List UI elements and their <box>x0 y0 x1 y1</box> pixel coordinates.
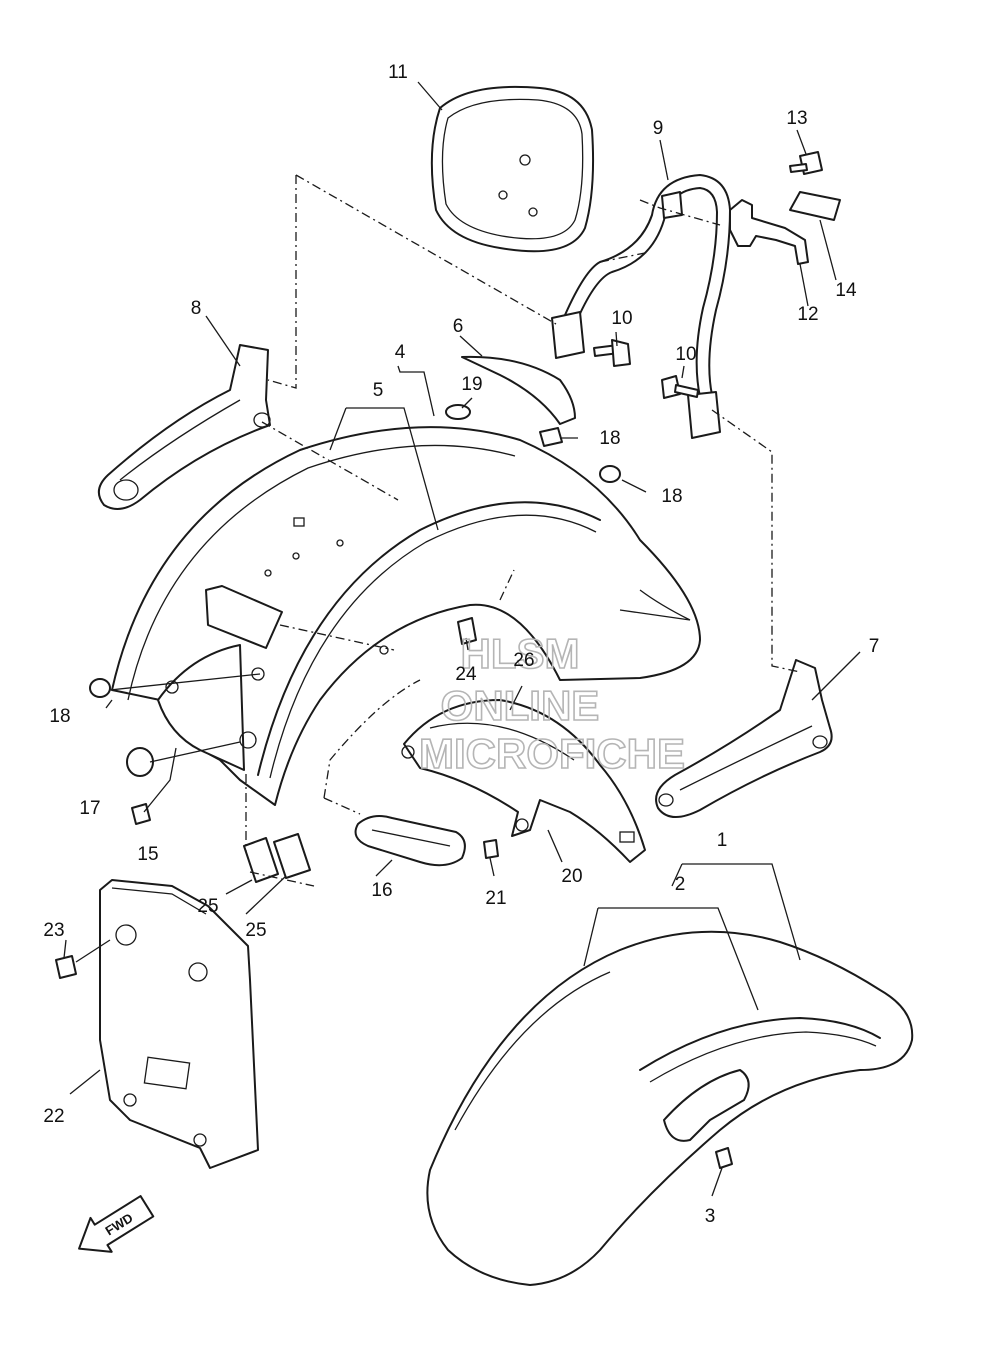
grommet-18-left <box>89 678 111 698</box>
rear-fender <box>111 426 701 806</box>
watermark-line2: ONLINE <box>441 682 600 729</box>
callout-7: 7 <box>869 636 880 657</box>
washer-19 <box>445 404 471 420</box>
pad-25b <box>273 833 311 879</box>
callout-26: 26 <box>513 650 534 671</box>
front-fender-bracket <box>663 1069 750 1142</box>
watermark-line1: HLSM <box>461 630 580 677</box>
callout-20: 20 <box>561 866 582 887</box>
callout-19: 19 <box>461 374 482 395</box>
callout-10-upper: 10 <box>611 308 632 329</box>
callout-9: 9 <box>653 118 664 139</box>
backrest-pad <box>430 85 595 253</box>
stay-6 <box>461 355 576 425</box>
callout-4: 4 <box>395 342 406 363</box>
grommet-17 <box>126 747 154 777</box>
callout-25-b: 25 <box>245 920 266 941</box>
assembly-lines <box>245 174 801 887</box>
front-fender <box>426 930 914 1286</box>
grommet-18-mid <box>599 465 621 483</box>
callout-25-a: 25 <box>197 896 218 917</box>
grommet-18-top <box>539 427 563 447</box>
callout-16: 16 <box>371 880 392 901</box>
license-bracket-22 <box>99 879 259 1169</box>
damper-14 <box>789 191 841 221</box>
callout-23: 23 <box>43 920 64 941</box>
callout-18-mid: 18 <box>661 486 682 507</box>
side-rail-8 <box>97 344 271 510</box>
callout-10-lower: 10 <box>675 344 696 365</box>
callout-17: 17 <box>79 798 100 819</box>
callout-18-top: 18 <box>599 428 620 449</box>
side-rail-7 <box>655 659 833 818</box>
bolt-10-upper <box>593 339 631 367</box>
callout-3: 3 <box>705 1206 716 1227</box>
leader-lines <box>63 81 861 1197</box>
callout-18-left: 18 <box>49 706 70 727</box>
clip-24 <box>457 617 477 645</box>
bolt-23 <box>55 939 111 979</box>
fender-inner-panel <box>157 644 265 771</box>
callout-labels: 1 2 3 4 5 6 7 8 9 10 10 11 12 13 14 15 1… <box>43 62 879 1227</box>
callout-15: 15 <box>137 844 158 865</box>
bolt-13 <box>789 151 823 175</box>
bolt-3 <box>715 1147 733 1169</box>
watermark: HLSM ONLINE MICROFICHE <box>418 629 686 778</box>
watermark-line3: MICROFICHE <box>419 730 685 777</box>
reflector-16 <box>354 815 466 867</box>
screw-21 <box>483 839 499 859</box>
callout-2: 2 <box>675 874 686 895</box>
callout-6: 6 <box>453 316 464 337</box>
callout-8: 8 <box>191 298 202 319</box>
callout-11: 11 <box>388 62 408 83</box>
callout-13: 13 <box>786 108 807 129</box>
bracket-12 <box>729 199 809 265</box>
inner-fender-20 <box>401 699 646 863</box>
callout-24: 24 <box>455 664 477 685</box>
callout-12: 12 <box>797 304 818 325</box>
callout-21: 21 <box>485 888 506 909</box>
bolt-15 <box>131 803 151 825</box>
callout-22: 22 <box>43 1106 64 1127</box>
pad-25a <box>243 837 279 883</box>
callout-5: 5 <box>373 380 384 401</box>
backrest-frame <box>551 174 731 439</box>
bolt-10-lower <box>661 375 699 399</box>
callout-1: 1 <box>717 830 728 851</box>
callout-14: 14 <box>835 280 857 301</box>
fwd-arrow-icon: FWD <box>78 1195 155 1253</box>
